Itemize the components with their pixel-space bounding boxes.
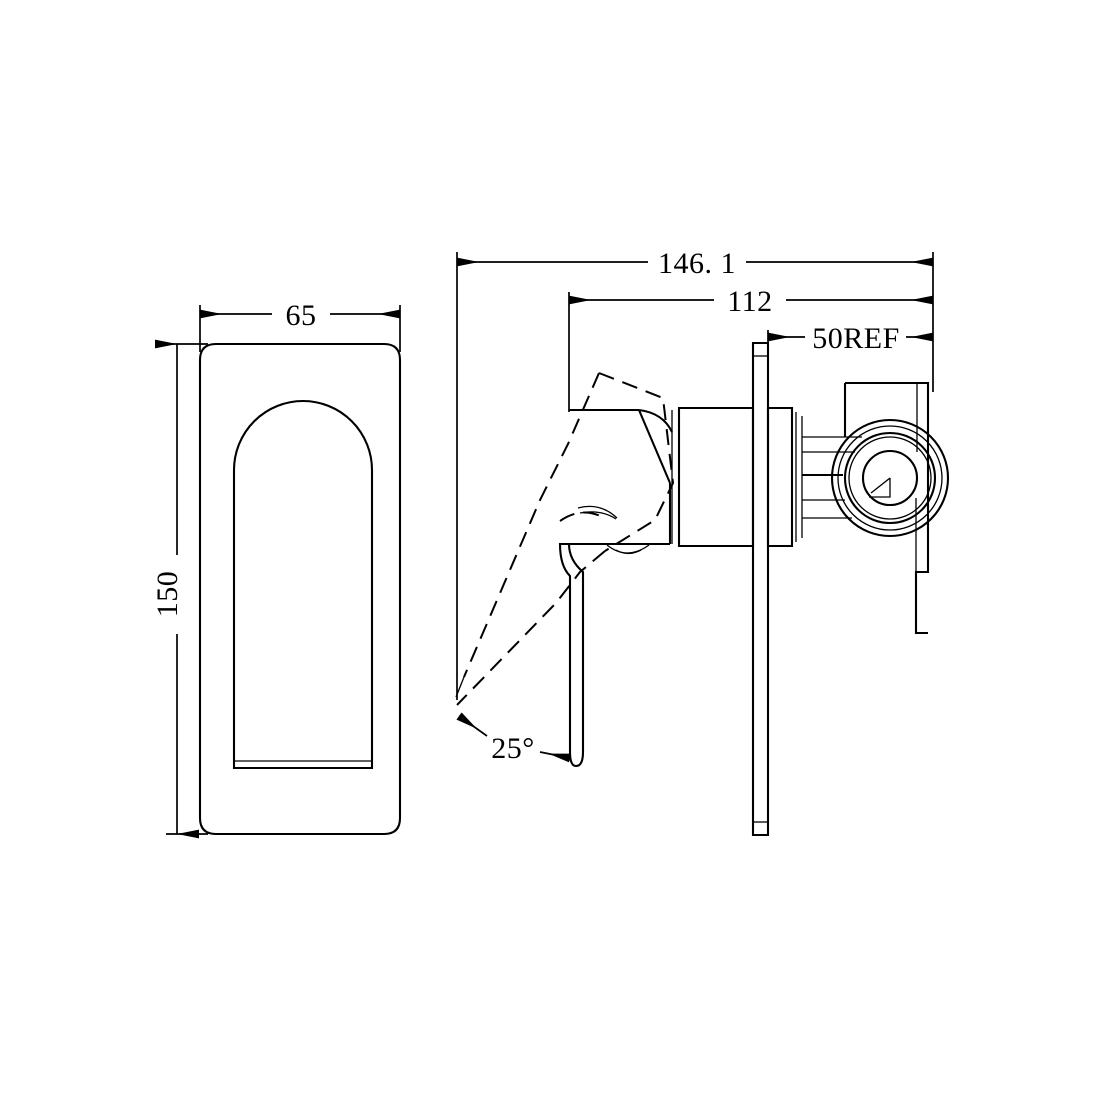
handle-thumb-detail-upper [577, 505, 618, 519]
handle-top-bevel [638, 409, 671, 484]
handle-underside-ellipse-inner [615, 549, 642, 555]
dim-line-25-to-lever [539, 751, 571, 763]
dim-label-150: 150 [151, 571, 184, 618]
dimension-25deg: 25° [456, 712, 571, 765]
cartridge-circle-outer-2 [837, 425, 943, 531]
backplate-outline [198, 342, 402, 836]
collar-outline [766, 406, 794, 548]
lever-arm-outline [558, 542, 585, 768]
dimension-150: 150 [151, 339, 208, 839]
dimension-50ref: 50REF [767, 322, 933, 355]
handle-underside-ellipse-outer [606, 544, 650, 554]
dim-label-25deg: 25° [491, 732, 535, 765]
front-view-group: 65 150 [151, 299, 402, 839]
phantom-handle-left-edge [463, 372, 600, 678]
side-view-group: 146. 1 112 50REF 25° [455, 247, 950, 837]
body-block-lower [914, 545, 930, 635]
wall-plate [751, 341, 770, 837]
arched-recess-outline [232, 399, 374, 770]
cartridge-circle-mid [843, 431, 937, 525]
dim-label-50ref: 50REF [812, 322, 900, 355]
dimension-65: 65 [199, 299, 401, 352]
rough-in-body [766, 381, 950, 635]
cartridge-circle-inner [861, 449, 919, 507]
dimension-146-1: 146. 1 [456, 247, 934, 700]
handle-body [569, 408, 673, 555]
handle-thumb-detail-lower [579, 511, 617, 520]
phantom-handle-outline [598, 372, 675, 552]
wall-plate-outline [751, 341, 770, 837]
phantom-handle-thumb-curve [559, 511, 607, 522]
cartridge-keyway-2 [870, 477, 891, 494]
body-block-upper [845, 381, 930, 545]
dimension-112: 112 [568, 285, 933, 412]
dim-label-146-1: 146. 1 [658, 247, 736, 280]
dim-line-25-to-phantom [456, 712, 488, 737]
dim-label-112: 112 [727, 285, 772, 318]
handle-top-fillet [638, 408, 673, 433]
cartridge-keyway-1 [869, 478, 891, 498]
dim-label-65: 65 [286, 299, 317, 332]
body-cylinder-main [677, 406, 755, 548]
lever-arm [558, 542, 585, 768]
handle-rotated-phantom [455, 372, 675, 706]
cartridge-circle-mid-2 [848, 436, 932, 520]
valve-body [671, 406, 755, 548]
cartridge-circle-outer [830, 418, 950, 538]
phantom-handle-lever [456, 550, 606, 706]
